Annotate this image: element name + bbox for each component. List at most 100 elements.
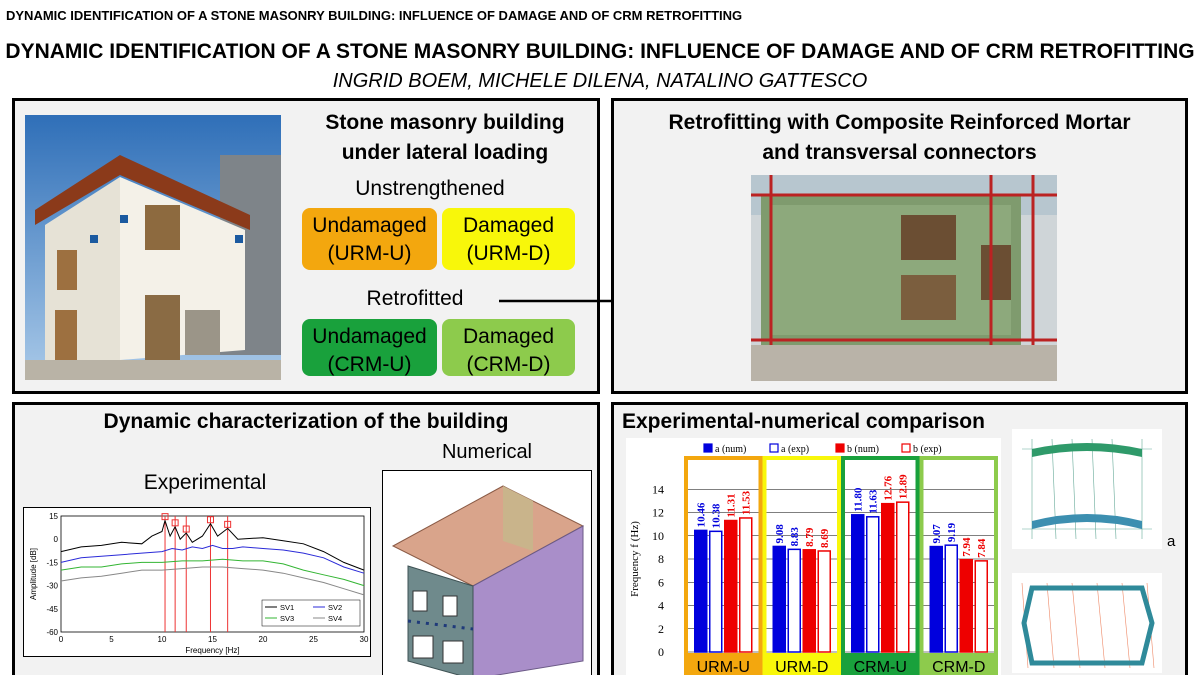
category-label: CRM-U (854, 659, 907, 675)
bar-bnum (724, 519, 738, 653)
y-tick-label: 15 (49, 512, 58, 521)
data-label: 8.69 (819, 528, 831, 548)
legend-swatch (835, 443, 845, 453)
experimental-label: Experimental (143, 471, 267, 494)
panel-dynamic-characterization: Dynamic characterization of the building… (12, 402, 600, 675)
legend-label: SV2 (328, 603, 342, 612)
group-frame-crm-d (919, 456, 998, 675)
legend-box (261, 599, 361, 627)
legend-swatch (703, 443, 713, 453)
x-tick-label: 0 (59, 635, 64, 644)
data-label: 11.53 (741, 490, 753, 515)
legend: a (num)a (exp)b (num)b (exp) (703, 443, 942, 455)
page-header: DYNAMIC IDENTIFICATION OF A STONE MASONR… (6, 8, 743, 23)
bar-anum (772, 545, 786, 653)
y-axis-label: Amplitude [dB] (29, 548, 38, 600)
state-urm-d-line1: Damaged (462, 214, 555, 237)
x-axis-label: Frequency [Hz] (185, 646, 239, 655)
x-tick-label: 25 (309, 635, 318, 644)
data-label: 12.89 (898, 474, 910, 499)
peak-marker (206, 516, 214, 524)
retrofit-photo (751, 175, 1057, 381)
panel-building-title: Stone masonry building under lateral loa… (285, 108, 605, 168)
data-label: 7.84 (976, 538, 988, 558)
category-label: URM-U (697, 659, 750, 675)
group-frame-crm-u (841, 456, 920, 675)
data-label: 11.80 (853, 487, 865, 512)
category-band (843, 653, 918, 675)
y-tick-label: 0 (54, 535, 59, 544)
bar-aexp (787, 548, 801, 653)
peak-marker (224, 520, 232, 528)
y-tick-label: 0 (658, 645, 664, 659)
panel-retrofitting: Retrofitting with Composite Reinforced M… (611, 98, 1188, 394)
state-crm-u-line1: Undamaged (312, 325, 427, 348)
y-tick-label: -60 (46, 628, 58, 637)
series-line-sv2 (60, 544, 365, 574)
data-label: 9.07 (931, 524, 943, 544)
bar-bexp (739, 517, 753, 653)
bar-bexp (896, 501, 910, 653)
y-tick-label: 2 (658, 622, 664, 636)
page-title: DYNAMIC IDENTIFICATION OF A STONE MASONR… (5, 40, 1195, 63)
state-urm-u: Undamaged (URM-U) (302, 208, 437, 270)
data-label: 11.31 (726, 493, 738, 517)
group-frame-urm-d (762, 456, 841, 675)
y-tick-label: 4 (658, 599, 664, 613)
y-tick-label: -45 (46, 605, 58, 614)
bar-aexp (944, 544, 958, 653)
state-urm-d: Damaged (URM-D) (442, 208, 575, 270)
title-line-2: and transversal connectors (762, 141, 1037, 164)
authors: INGRID BOEM, MICHELE DILENA, NATALINO GA… (332, 70, 868, 92)
legend-swatch (769, 443, 779, 453)
peak-marker (161, 513, 169, 521)
title-line-1: Stone masonry building (325, 111, 565, 134)
legend-label: b (exp) (913, 444, 942, 455)
category-band (686, 653, 761, 675)
state-crm-d: Damaged (CRM-D) (442, 319, 575, 376)
bar-aexp (709, 530, 723, 653)
bar-aexp (866, 516, 880, 653)
bar-anum (694, 529, 708, 653)
building-photo (25, 115, 281, 380)
y-tick-label: 14 (652, 482, 664, 496)
data-label: 9.08 (774, 524, 786, 544)
series-line-sv4 (60, 566, 365, 596)
data-label: 12.76 (883, 475, 895, 500)
y-tick-label: -15 (46, 558, 58, 567)
category-band (921, 653, 996, 675)
y-tick-label: 10 (652, 529, 664, 543)
state-urm-u-line2: (URM-U) (327, 242, 412, 265)
y-tick-label: 6 (658, 575, 664, 589)
bar-bnum (802, 549, 816, 653)
legend-label: b (num) (847, 444, 879, 455)
x-tick-label: 30 (360, 635, 369, 644)
state-crm-d-line1: Damaged (462, 325, 555, 348)
bar-bexp (974, 560, 988, 653)
legend-label: SV4 (328, 614, 342, 623)
data-label: 10.38 (711, 503, 723, 528)
data-label: 7.94 (961, 537, 973, 557)
title-line-1: Retrofitting with Composite Reinforced M… (668, 111, 1131, 134)
retrofitted-label: Retrofitted (366, 287, 464, 310)
legend-label: SV1 (280, 603, 294, 612)
state-crm-d-line2: (CRM-D) (466, 353, 551, 376)
legend-swatch (901, 443, 911, 453)
unstrengthened-label: Unstrengthened (355, 177, 505, 200)
bar-bnum (959, 558, 973, 653)
category-band (764, 653, 839, 675)
numerical-label: Numerical (441, 441, 533, 463)
series-line-sv1 (60, 518, 365, 571)
legend-label: SV3 (280, 614, 294, 623)
category-label: CRM-D (932, 659, 985, 675)
bar-bexp (817, 550, 831, 653)
state-crm-u: Undamaged (CRM-U) (302, 319, 437, 376)
data-label: 8.83 (789, 527, 801, 547)
mode-a-label: a (1167, 533, 1176, 550)
group-frame-urm-u (684, 456, 763, 675)
data-label: 9.19 (946, 522, 958, 542)
state-crm-u-line2: (CRM-U) (327, 353, 412, 376)
